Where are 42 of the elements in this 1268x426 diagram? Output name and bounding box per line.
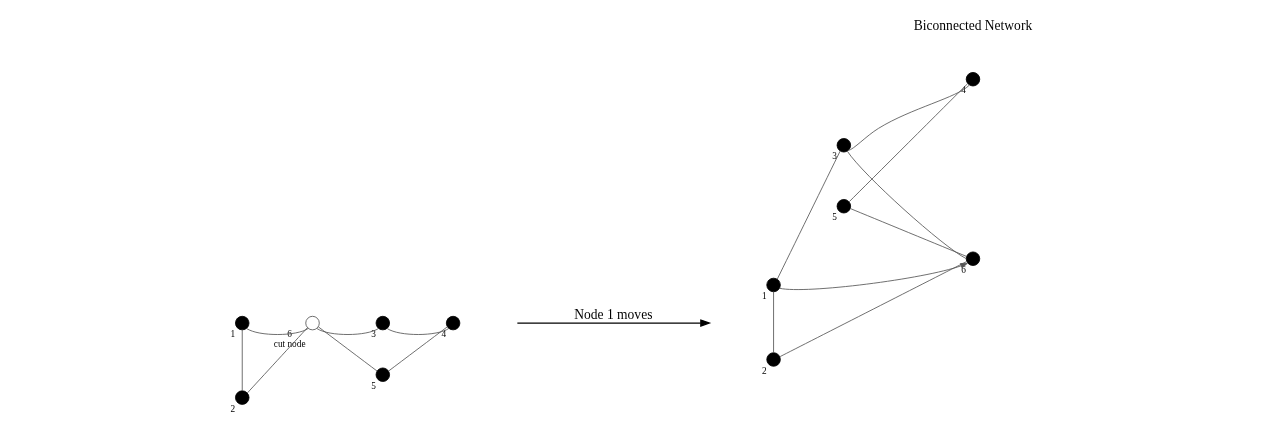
connector <box>846 150 966 259</box>
node-label: 5 <box>831 212 837 223</box>
node-dot <box>234 315 249 331</box>
node-label: 2 <box>230 403 235 414</box>
node-label: 4 <box>440 329 446 340</box>
node-label: 5 <box>370 380 376 391</box>
arrow <box>778 262 968 290</box>
node-dot <box>375 367 390 382</box>
connector <box>246 327 308 394</box>
node-label: 6 <box>960 264 966 275</box>
connector <box>849 208 967 257</box>
connector <box>316 327 379 335</box>
connector <box>848 83 968 203</box>
connector <box>772 291 774 353</box>
connector <box>245 327 309 335</box>
connector <box>317 326 377 372</box>
node-label: 3 <box>831 151 837 162</box>
node-dot <box>375 315 390 331</box>
node-dot <box>965 72 980 87</box>
label: Node 1 moves <box>573 306 652 322</box>
node-label: 4 <box>960 85 966 96</box>
node-label: cut node <box>273 339 306 350</box>
node-dot <box>965 251 980 266</box>
node-label: 1 <box>230 329 235 340</box>
node-label: 3 <box>370 329 376 340</box>
node-dot <box>445 315 460 331</box>
connector <box>776 150 841 280</box>
node-label: 2 <box>761 365 767 376</box>
node-dot <box>234 390 249 405</box>
connector <box>387 326 448 372</box>
connector <box>847 84 970 151</box>
node-dot <box>836 138 851 153</box>
node-dot <box>765 277 781 293</box>
node-dot <box>836 199 851 214</box>
node-label: 1 <box>761 291 767 302</box>
label: Biconnected Network <box>913 17 1032 33</box>
node-dot <box>765 352 781 367</box>
connector <box>779 261 967 357</box>
connector <box>241 329 243 392</box>
node-circle <box>304 315 320 331</box>
connector <box>386 327 449 335</box>
node-label: 6 <box>286 329 292 340</box>
